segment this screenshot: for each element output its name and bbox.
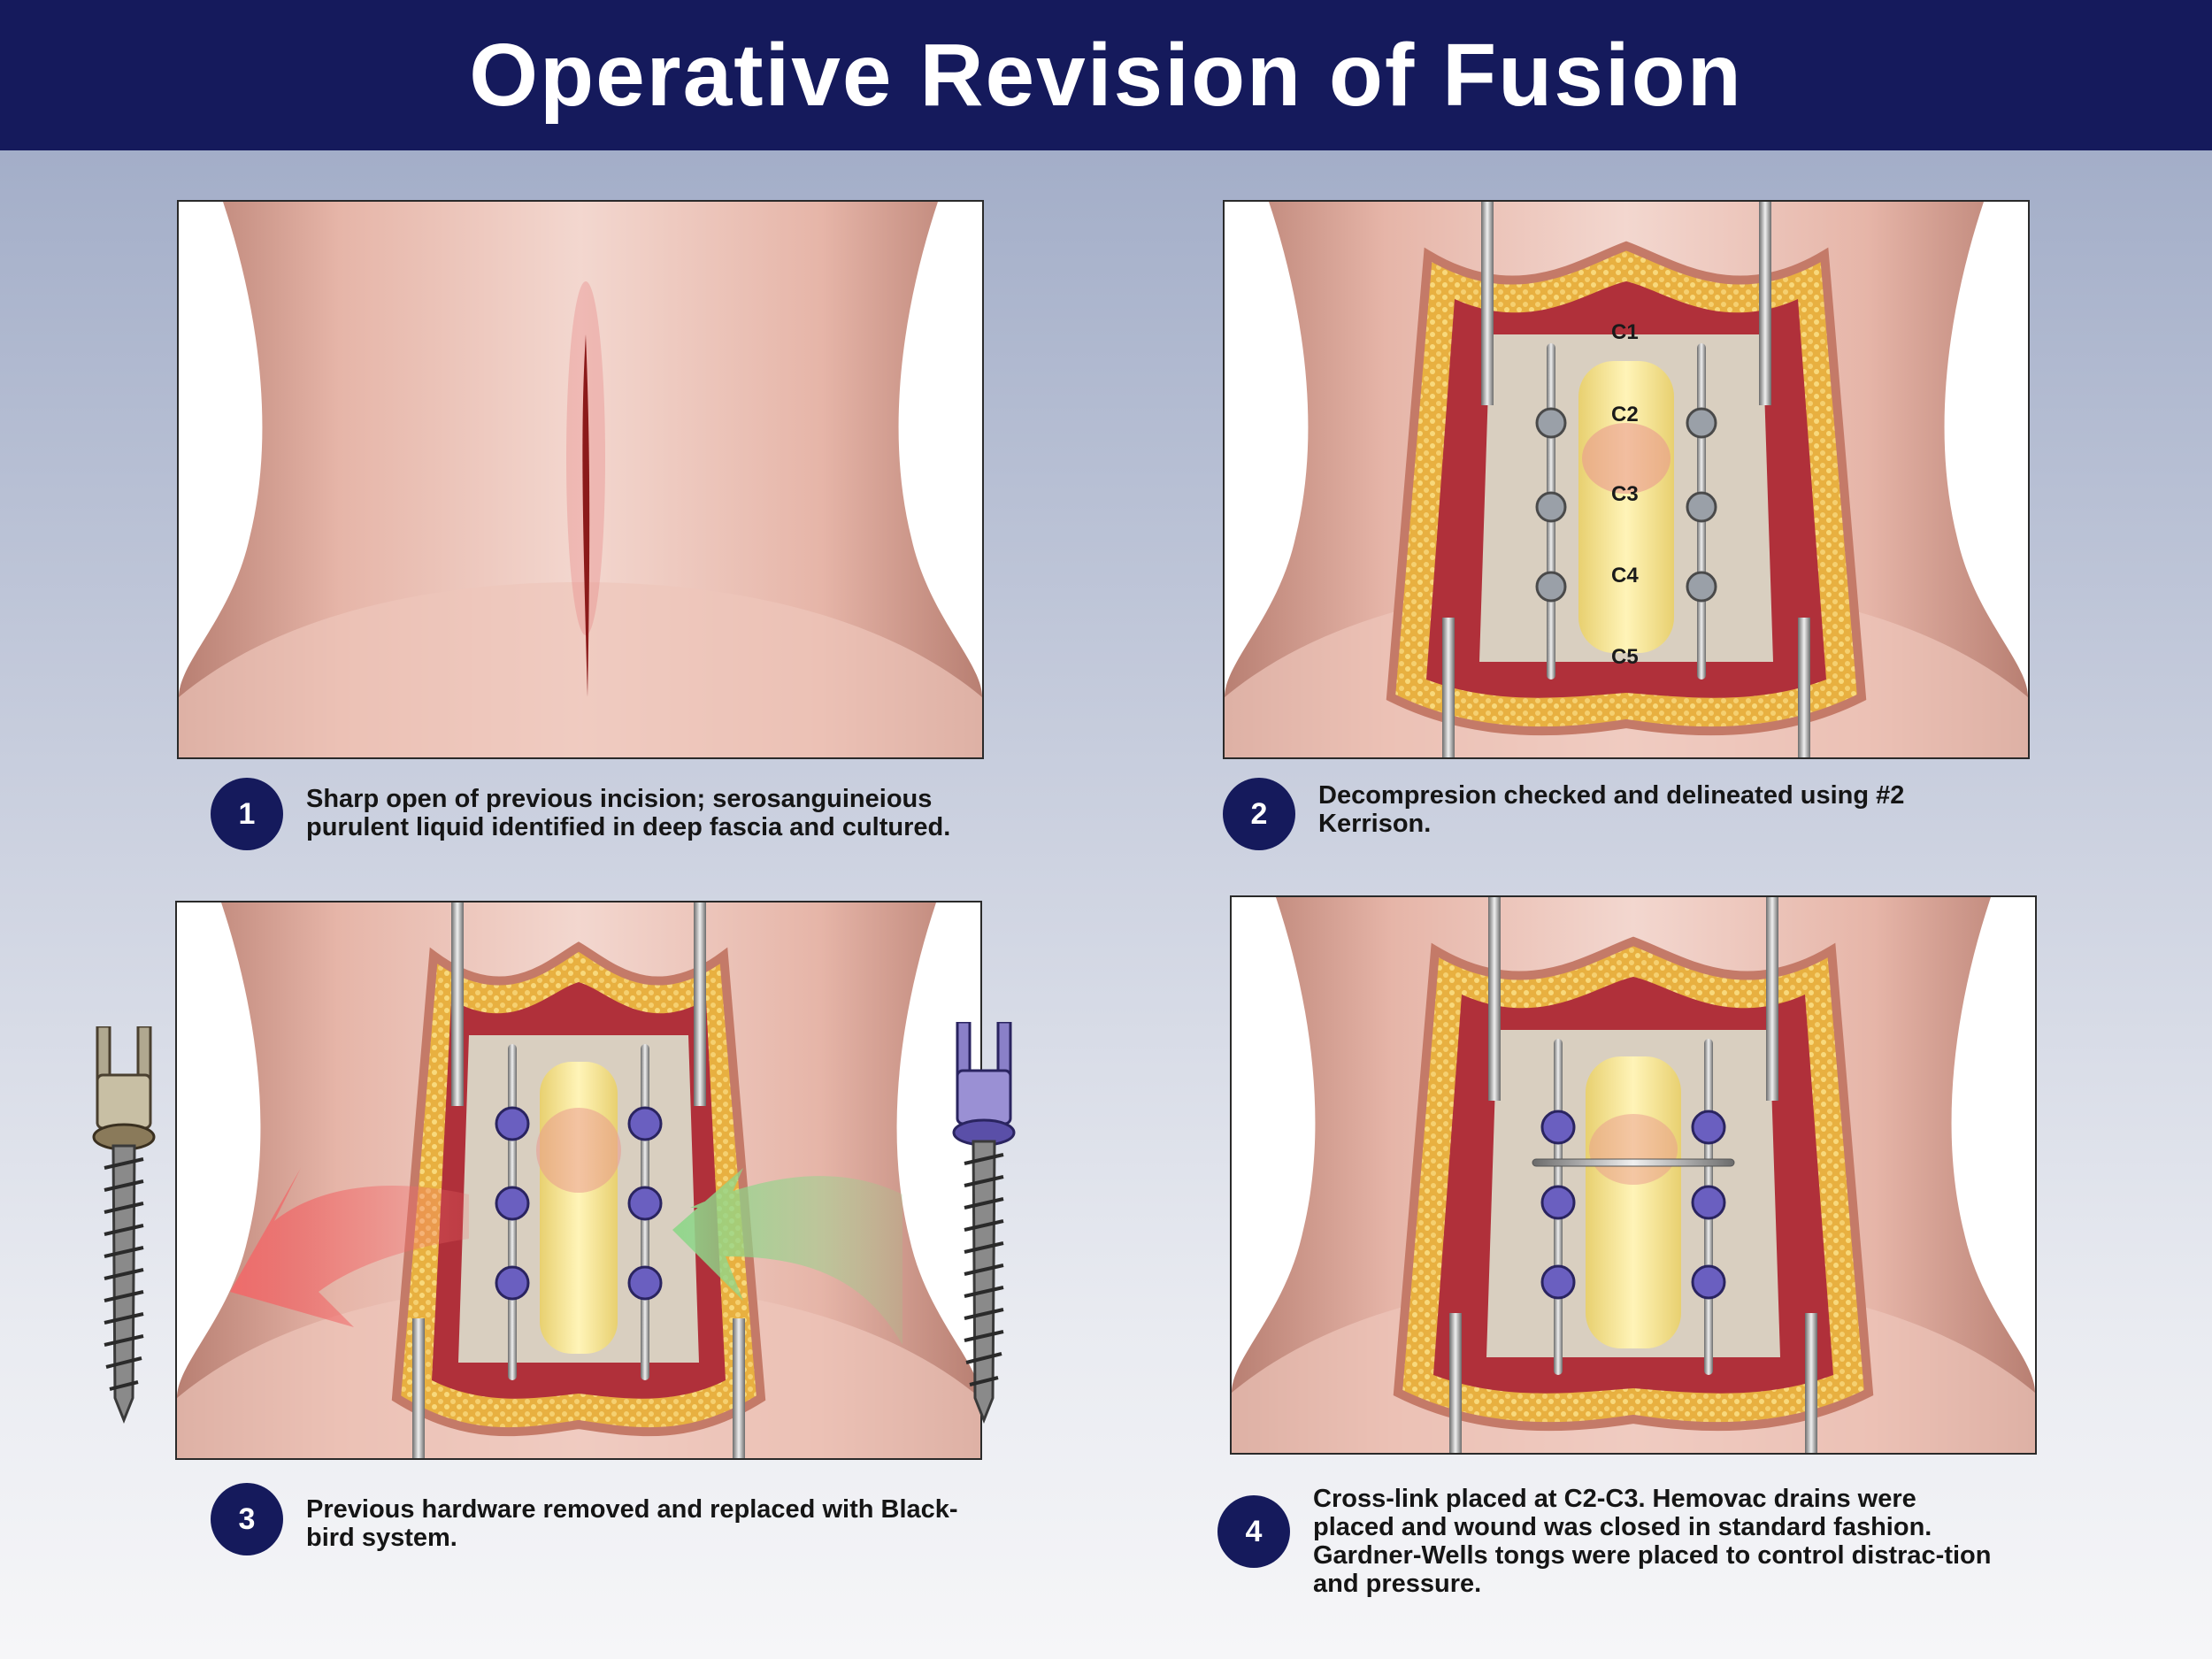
decompression-illustration: C1 C2 C3 C4 C5: [1225, 202, 2028, 757]
step-3-text: Previous hardware removed and replaced w…: [306, 1495, 958, 1552]
incision-illustration: [179, 202, 982, 757]
hardware-replacement-illustration: [177, 902, 980, 1458]
vertebra-label-c2: C2: [1611, 403, 1639, 426]
step-2-caption: 2 Decompresion checked and delineated us…: [1223, 778, 2019, 850]
panel-step-1-illustration: [177, 200, 984, 759]
page-title: Operative Revision of Fusion: [469, 25, 1743, 125]
step-4-badge: 4: [1217, 1495, 1290, 1568]
step-1-caption: 1 Sharp open of previous incision; seros…: [211, 778, 989, 850]
step-3-caption: 3 Previous hardware removed and replaced…: [211, 1483, 989, 1555]
vertebra-label-c4: C4: [1611, 564, 1639, 588]
cross-link-bar: [1532, 1158, 1735, 1167]
step-2-text: Decompresion checked and delineated usin…: [1318, 781, 1905, 838]
new-screw-icon: [952, 1022, 1016, 1425]
incision-line: [582, 334, 590, 697]
removal-arrow: [230, 1168, 469, 1327]
title-banner: Operative Revision of Fusion: [0, 0, 2212, 150]
step-2-badge: 2: [1223, 778, 1295, 850]
panel-step-3-illustration: [175, 901, 982, 1460]
vertebra-label-c3: C3: [1611, 482, 1639, 506]
vertebra-label-c1: C1: [1611, 320, 1639, 344]
cross-link-illustration: [1232, 897, 2035, 1453]
step-1-badge: 1: [211, 778, 283, 850]
insertion-arrow: [672, 1168, 902, 1345]
step-4-text: Cross-link placed at C2-C3. Hemovac drai…: [1313, 1485, 1992, 1598]
step-1-text: Sharp open of previous incision; serosan…: [306, 785, 951, 841]
step-4-caption: 4 Cross-link placed at C2-C3. Hemovac dr…: [1217, 1478, 2032, 1598]
panel-step-4-illustration: [1230, 895, 2037, 1455]
step-3-badge: 3: [211, 1483, 283, 1555]
removed-screw-icon: [92, 1026, 156, 1425]
panel-step-2-illustration: C1 C2 C3 C4 C5: [1223, 200, 2030, 759]
vertebra-label-c5: C5: [1611, 645, 1639, 669]
